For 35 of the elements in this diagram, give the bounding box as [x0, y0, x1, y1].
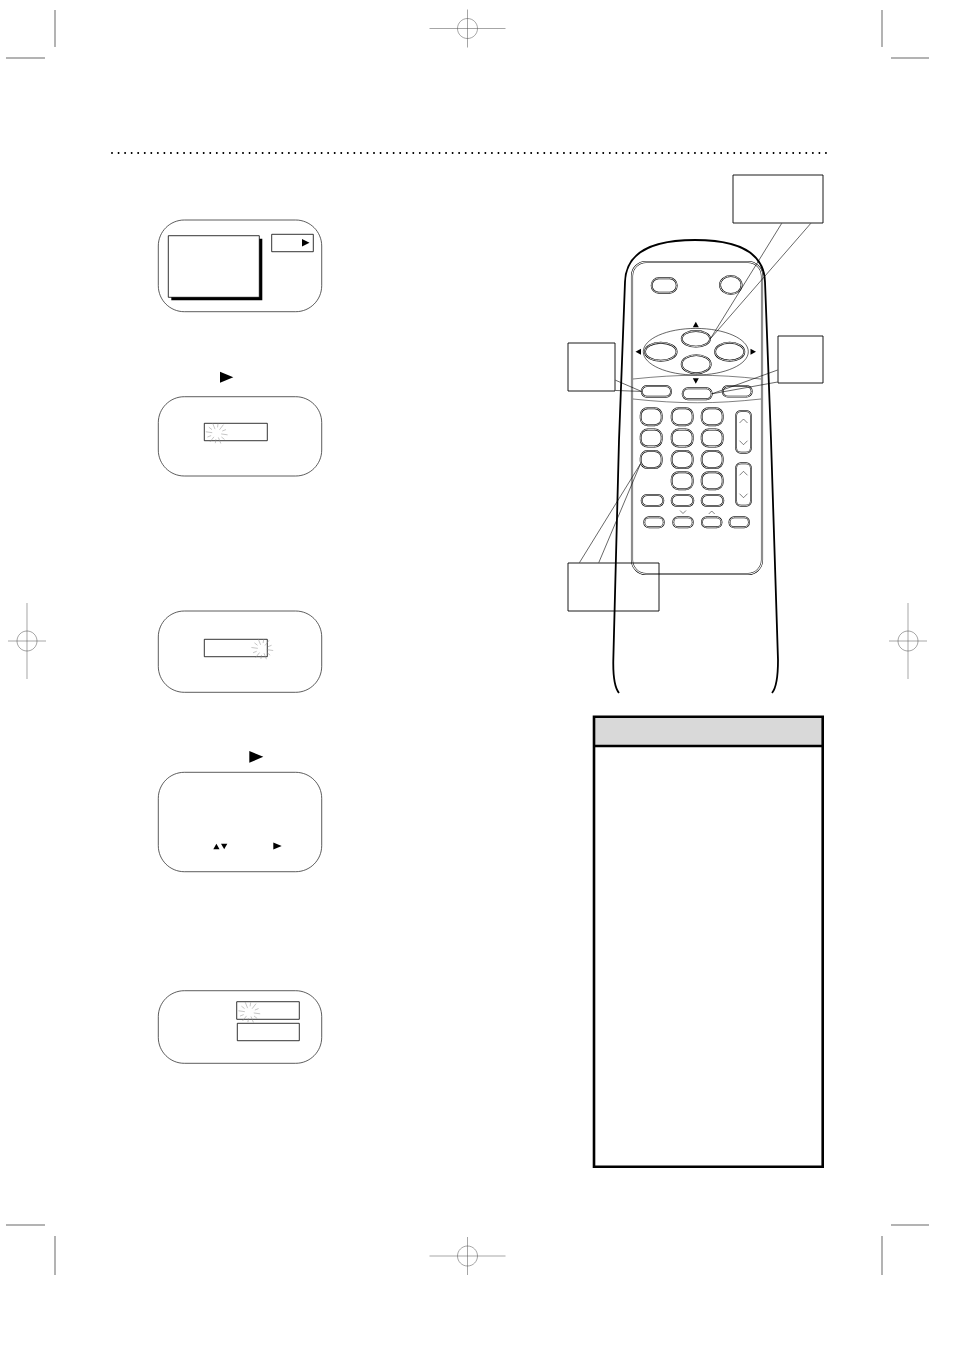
remote-button: [639, 428, 663, 448]
remote-button: [681, 387, 713, 401]
remote-button: [644, 341, 678, 362]
callout-box: [567, 342, 616, 392]
remote-button: [640, 494, 665, 507]
leader-line: [711, 369, 778, 395]
remote-button: [719, 275, 743, 295]
remote-button: [670, 494, 695, 507]
remote-button: [670, 450, 694, 469]
remote-button: [700, 494, 725, 507]
remote-button: [650, 277, 678, 294]
callout-box: [567, 562, 660, 612]
remote-button: [700, 471, 724, 491]
remote-button: [639, 450, 663, 469]
callout-box: [732, 174, 824, 224]
remote-button: [680, 354, 712, 375]
remote-button: [701, 516, 723, 529]
remote-button: [700, 428, 724, 448]
remote-button: [640, 385, 672, 398]
remote-button: [670, 471, 694, 491]
remote-button: [643, 516, 665, 529]
callout-box: [777, 335, 824, 384]
remote-button: [700, 450, 724, 469]
remote-button: [672, 516, 694, 529]
remote-button: [700, 407, 724, 427]
remote-button: [721, 385, 753, 398]
remote-button: [714, 341, 746, 362]
leader-line: [710, 223, 812, 340]
leader-line: [579, 463, 641, 563]
remote-button: [728, 516, 750, 529]
remote-button: [670, 407, 694, 427]
remote-button: [680, 330, 711, 348]
leader-line: [615, 379, 642, 392]
remote-button: [639, 407, 663, 427]
remote-button: [670, 428, 694, 448]
